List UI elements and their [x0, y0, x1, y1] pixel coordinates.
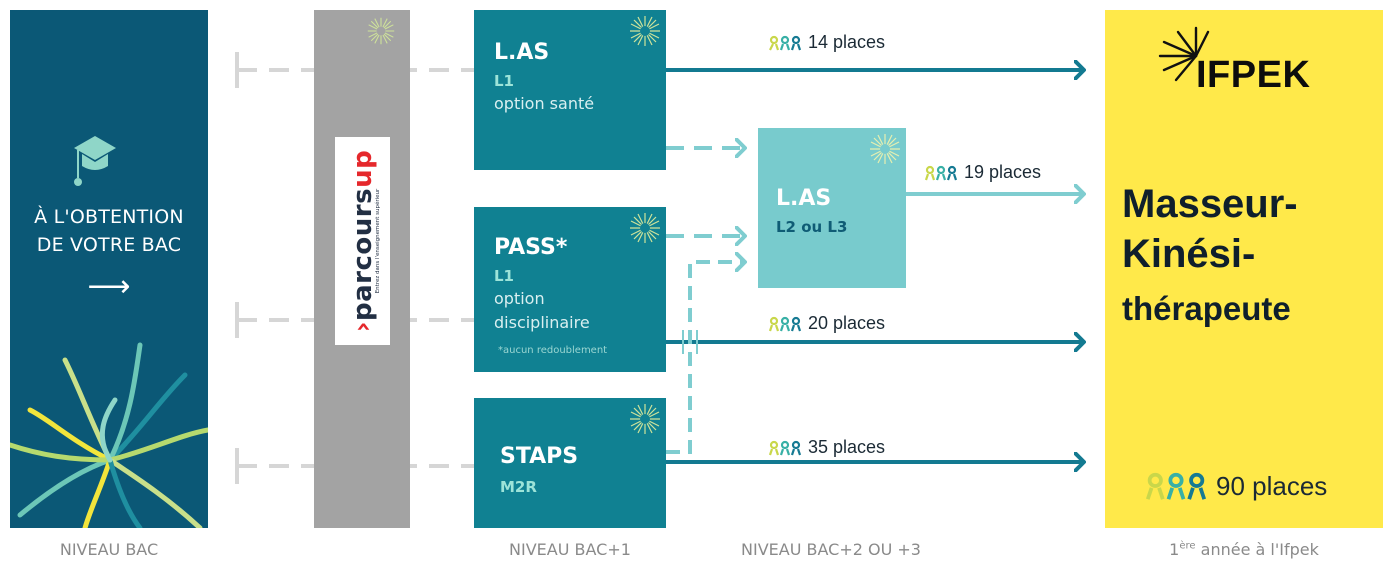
- box-level: M2R: [500, 478, 537, 496]
- starburst-decoration: [10, 342, 208, 528]
- places-label-pass: 20 places: [768, 313, 885, 334]
- total-places: 90 places: [1144, 470, 1327, 502]
- staps-box: STAPS M2R: [474, 398, 666, 528]
- places-label-staps: 35 places: [768, 437, 885, 458]
- ifpek-panel: [1105, 10, 1383, 528]
- parcoursup-tagline: Entrez dans l'enseignement supérieur: [375, 188, 381, 294]
- people-icon: [769, 35, 802, 50]
- box-option: option santé: [494, 94, 595, 113]
- right-arrow-icon: ⟶: [87, 269, 131, 304]
- level-label-bac: NIVEAU BAC: [59, 540, 159, 559]
- people-icon: [768, 316, 802, 331]
- bac-heading-line1: À L'OBTENTION: [34, 206, 184, 228]
- places-count: 14 places: [808, 32, 886, 52]
- light-dashed-arrows: [666, 148, 745, 454]
- box-level: L2 ou L3: [776, 218, 848, 236]
- level-label-bac23: NIVEAU BAC+2 OU +3: [741, 540, 921, 559]
- level-label-ifpek: 1ère année à l'Ifpek: [1169, 540, 1319, 559]
- profession-title-line3: thérapeute: [1122, 290, 1291, 327]
- sun-icon: [367, 17, 395, 45]
- ifpek-wordmark: IFPEK: [1196, 54, 1311, 96]
- box-option-line1: option: [494, 289, 545, 308]
- las-l2-l3-box: L.AS L2 ou L3: [758, 128, 906, 288]
- total-places-count: 90 places: [1216, 470, 1328, 501]
- places-count: 35 places: [808, 437, 886, 457]
- box-level: L1: [494, 72, 514, 90]
- parcoursup-wordmark: ›parcoursup: [347, 149, 378, 333]
- pass-box: PASS* L1 option disciplinaire *aucun red…: [474, 207, 666, 372]
- crossing-marks: [682, 330, 698, 354]
- box-title: L.AS: [776, 186, 832, 211]
- places-count: 19 places: [964, 162, 1042, 182]
- bac-heading-line2: DE VOTRE BAC: [36, 234, 182, 256]
- places-label-las2: 19 places: [924, 162, 1041, 183]
- box-title: L.AS: [494, 40, 550, 65]
- places-label-las1: 14 places: [768, 32, 885, 53]
- sun-icon: [630, 16, 660, 46]
- people-icon: [768, 440, 802, 455]
- people-icon: [1145, 472, 1207, 500]
- places-count: 20 places: [808, 313, 886, 333]
- dark-arrows: [666, 70, 1084, 462]
- bac-panel: À L'OBTENTION DE VOTRE BAC ⟶: [10, 10, 208, 528]
- box-option-line2: disciplinaire: [494, 313, 590, 332]
- grey-dashed-connectors: [235, 52, 474, 484]
- graduation-cap-icon: [74, 136, 116, 186]
- people-icon: [924, 165, 958, 180]
- pass-footnote: *aucun redoublement: [498, 345, 608, 356]
- las-l1-box: L.AS L1 option santé: [474, 10, 666, 170]
- level-label-bac1: NIVEAU BAC+1: [509, 540, 631, 559]
- profession-title-line2: Kinési-: [1122, 232, 1256, 276]
- sun-icon: [630, 404, 660, 434]
- profession-title-line1: Masseur-: [1122, 182, 1298, 226]
- box-title: STAPS: [500, 444, 579, 469]
- sun-icon: [630, 213, 660, 243]
- box-title: PASS*: [494, 235, 568, 260]
- ifpek-sun-logo-icon: [1158, 26, 1210, 82]
- box-level: L1: [494, 267, 514, 285]
- parcoursup-logo: ›parcoursup Entrez dans l'enseignement s…: [335, 137, 390, 345]
- sun-icon: [870, 134, 900, 164]
